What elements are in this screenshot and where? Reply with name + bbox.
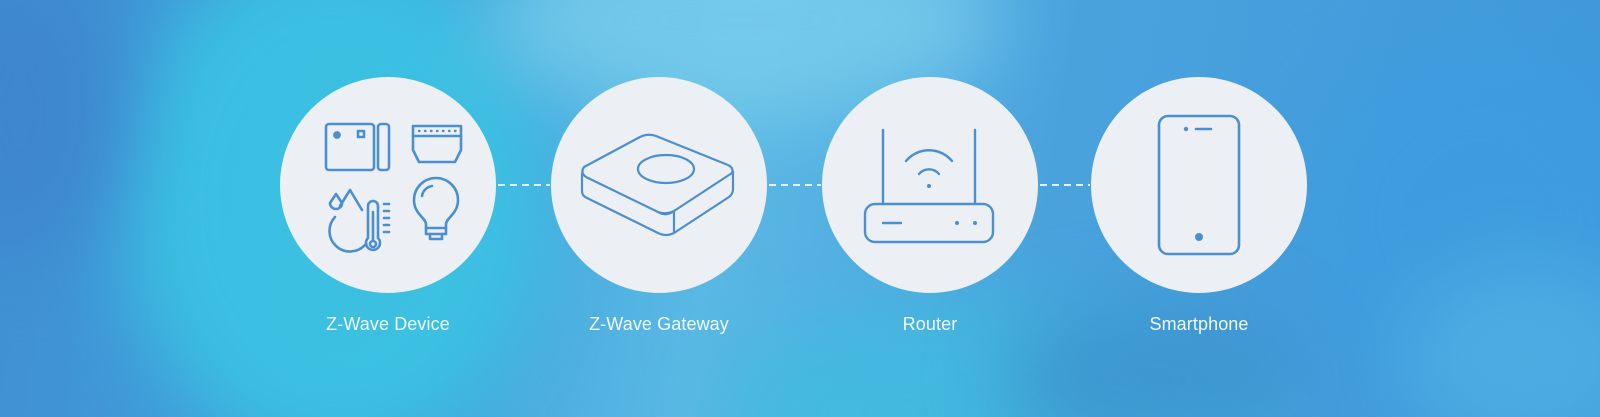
- node-router: [822, 77, 1038, 293]
- wifi-router-icon: [863, 128, 995, 244]
- node-smartphone: [1091, 77, 1307, 293]
- node-zwave-gateway: [551, 77, 767, 293]
- smartphone-icon: [1157, 114, 1241, 256]
- smart-plug-icon: [411, 124, 463, 164]
- door-sensor-icon: [324, 122, 391, 172]
- label-zwave-device: Z-Wave Device: [326, 314, 450, 334]
- label-router: Router: [902, 314, 958, 334]
- label-smartphone: Smartphone: [1149, 314, 1249, 334]
- gateway-hub-icon: [580, 133, 735, 237]
- label-zwave-gateway: Z-Wave Gateway: [589, 314, 729, 334]
- home-button-icon: [1195, 233, 1203, 241]
- connector-gateway-router: [769, 184, 821, 186]
- light-bulb-icon: [412, 176, 460, 241]
- wifi-icon: [904, 149, 954, 188]
- connector-device-gateway: [498, 184, 550, 186]
- humidity-temperature-icon: [328, 188, 391, 253]
- connector-router-smartphone: [1040, 184, 1090, 186]
- smart-devices-icon: [324, 122, 463, 253]
- node-zwave-device: [280, 77, 496, 293]
